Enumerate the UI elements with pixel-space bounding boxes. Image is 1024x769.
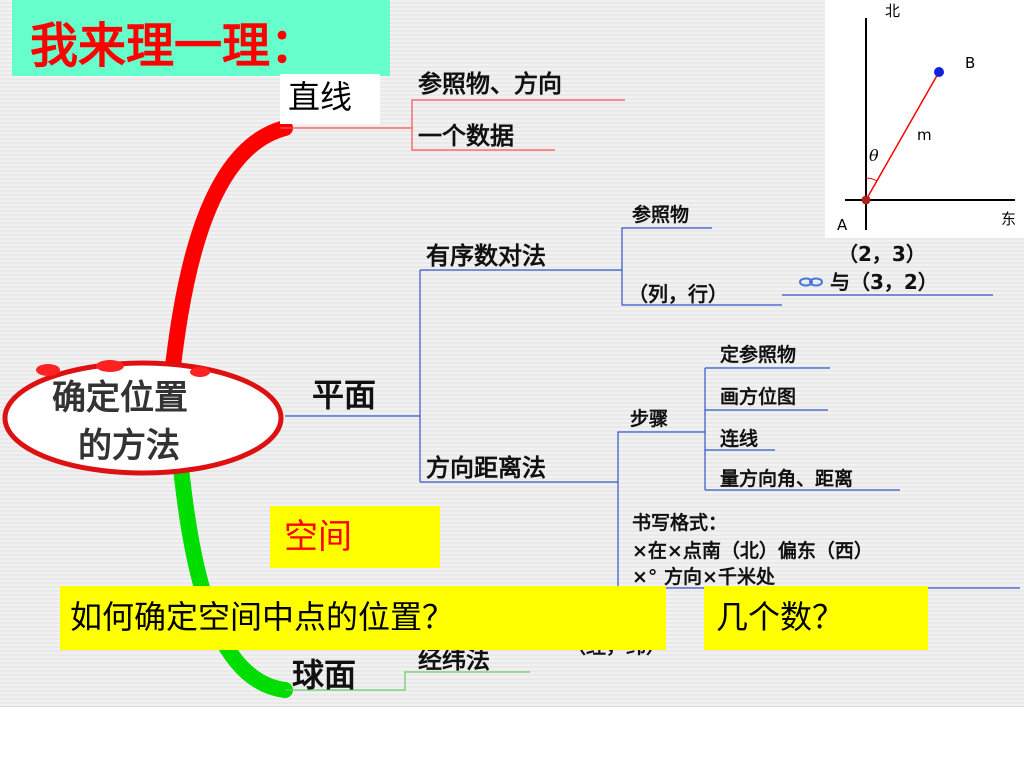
slide-footer-strip <box>0 706 1024 769</box>
step-4: 量方向角、距离 <box>720 468 854 490</box>
format-line-1: ×在×点南（北）偏东（西） <box>632 540 873 562</box>
callout-question-space: 如何确定空间中点的位置？ <box>60 586 666 650</box>
red-branch <box>162 120 293 400</box>
branch-sphere-label: 球面 <box>292 656 357 694</box>
compass-diagram: 北 东 A B m θ <box>825 0 1024 238</box>
branch-plane-label: 平面 <box>312 376 377 414</box>
compass-angle-label: θ <box>869 146 879 165</box>
step-2: 画方位图 <box>720 386 797 408</box>
ordered-pairs-col-row: （列，行） <box>628 282 728 306</box>
sphere-method-label: 经纬法 <box>418 646 490 674</box>
point-b-dot <box>934 67 944 77</box>
green-branch <box>170 432 293 698</box>
ordered-pairs-label: 有序数对法 <box>426 242 546 270</box>
ordered-pairs-note-line2: 与（3，2） <box>830 270 938 294</box>
center-label-line1: 确定位置 <box>52 378 188 418</box>
page-title: 我来理一理： <box>30 18 319 74</box>
center-oval <box>2 360 284 476</box>
branch-space-label: 空间 <box>270 506 440 568</box>
line-item-reference: 参照物、方向 <box>418 70 562 98</box>
title-box <box>12 0 390 76</box>
format-label: 书写格式： <box>632 512 728 534</box>
steps-label: 步骤 <box>630 408 669 430</box>
direction-distance-label: 方向距离法 <box>426 454 546 482</box>
compass-east-label: 东 <box>1001 210 1017 228</box>
compass-point-b-label: B <box>965 54 976 72</box>
compass-north-label: 北 <box>885 2 901 20</box>
branch-line-label: 直线 <box>280 74 380 124</box>
ordered-pairs-note-line1: （2，3） <box>838 242 926 266</box>
format-line-2: ×° 方向×千米处 <box>632 566 775 588</box>
step-3: 连线 <box>720 428 759 450</box>
step-1: 定参照物 <box>720 344 797 366</box>
callout-question-count: 几个数？ <box>704 586 928 650</box>
compass-point-a-label: A <box>837 216 848 234</box>
center-label-line2: 的方法 <box>78 426 180 466</box>
segment-line <box>865 71 940 201</box>
point-a-dot <box>861 195 871 205</box>
ordered-pairs-reference: 参照物 <box>632 204 690 226</box>
link-icon <box>799 277 823 287</box>
line-item-one-number: 一个数据 <box>418 122 514 150</box>
compass-segment-label: m <box>917 126 932 144</box>
